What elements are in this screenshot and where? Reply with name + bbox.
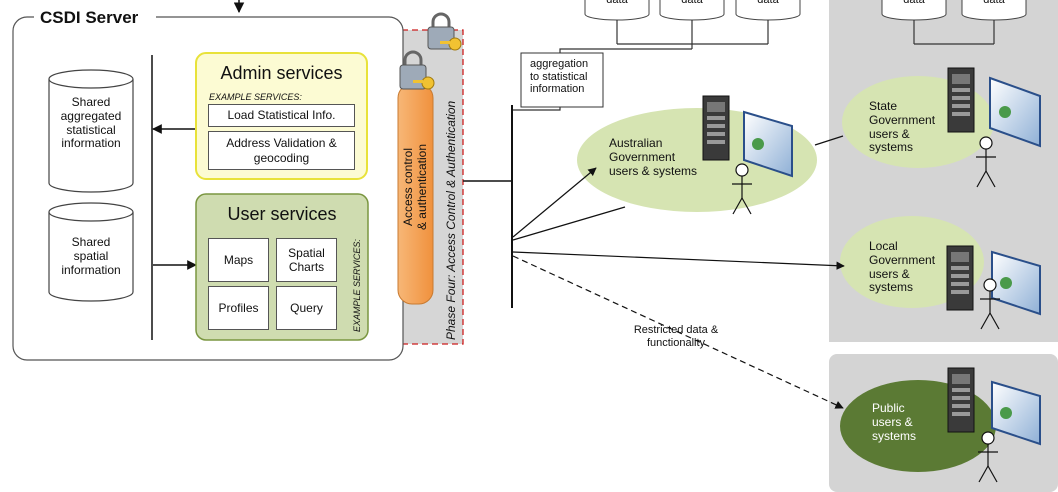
csdi-server-title: CSDI Server: [40, 8, 139, 27]
user-example-label: EXAMPLE SERVICES:: [352, 239, 362, 332]
data-store-label: data: [681, 0, 703, 6]
server-icon: [947, 367, 975, 433]
person-icon: [732, 163, 752, 215]
server-icon: [946, 245, 974, 311]
arrow-to-local: [512, 251, 845, 270]
query-button[interactable]: Query: [276, 286, 337, 330]
aus-to-state-link: [814, 135, 844, 146]
maps-button[interactable]: Maps: [208, 238, 269, 282]
data-store-label: data: [757, 0, 779, 6]
admin-services-title: Admin services: [220, 63, 343, 83]
monitor-icon: [991, 380, 1041, 446]
arrow-to-public: [512, 255, 844, 409]
load-statistical-button[interactable]: Load Statistical Info.: [208, 104, 355, 127]
server-icon: [947, 67, 975, 133]
padlock-icon: [427, 12, 462, 51]
arrow-to-state: [512, 206, 626, 241]
monitor-icon: [989, 76, 1041, 148]
csdi-title-mask: [34, 8, 156, 28]
actors: [702, 67, 1041, 483]
restricted-label: Restricted data &functionality: [633, 324, 719, 349]
person-icon: [978, 431, 998, 483]
aggregation-note-box: [520, 52, 604, 108]
phase-four-label: Phase Four: Access Control & Authenticat…: [444, 100, 458, 340]
user-services-title: User services: [227, 204, 337, 224]
admin-example-label: EXAMPLE SERVICES:: [209, 92, 302, 102]
monitor-icon: [743, 110, 793, 178]
person-icon: [980, 278, 1000, 330]
person-icon: [976, 136, 996, 188]
access-control-label: Access control& authentication: [401, 143, 429, 231]
data-store-label: data: [983, 0, 1005, 6]
data-store-label: data: [606, 0, 628, 6]
server-icon: [702, 95, 730, 161]
profiles-button[interactable]: Profiles: [208, 286, 269, 330]
shared-stores: [48, 69, 134, 302]
top-data-stores: [584, 0, 1027, 21]
data-store-label: data: [903, 0, 925, 6]
padlock-icon: [399, 50, 435, 90]
address-validation-button[interactable]: Address Validation &geocoding: [208, 131, 355, 170]
arrow-to-australian: [512, 167, 597, 238]
